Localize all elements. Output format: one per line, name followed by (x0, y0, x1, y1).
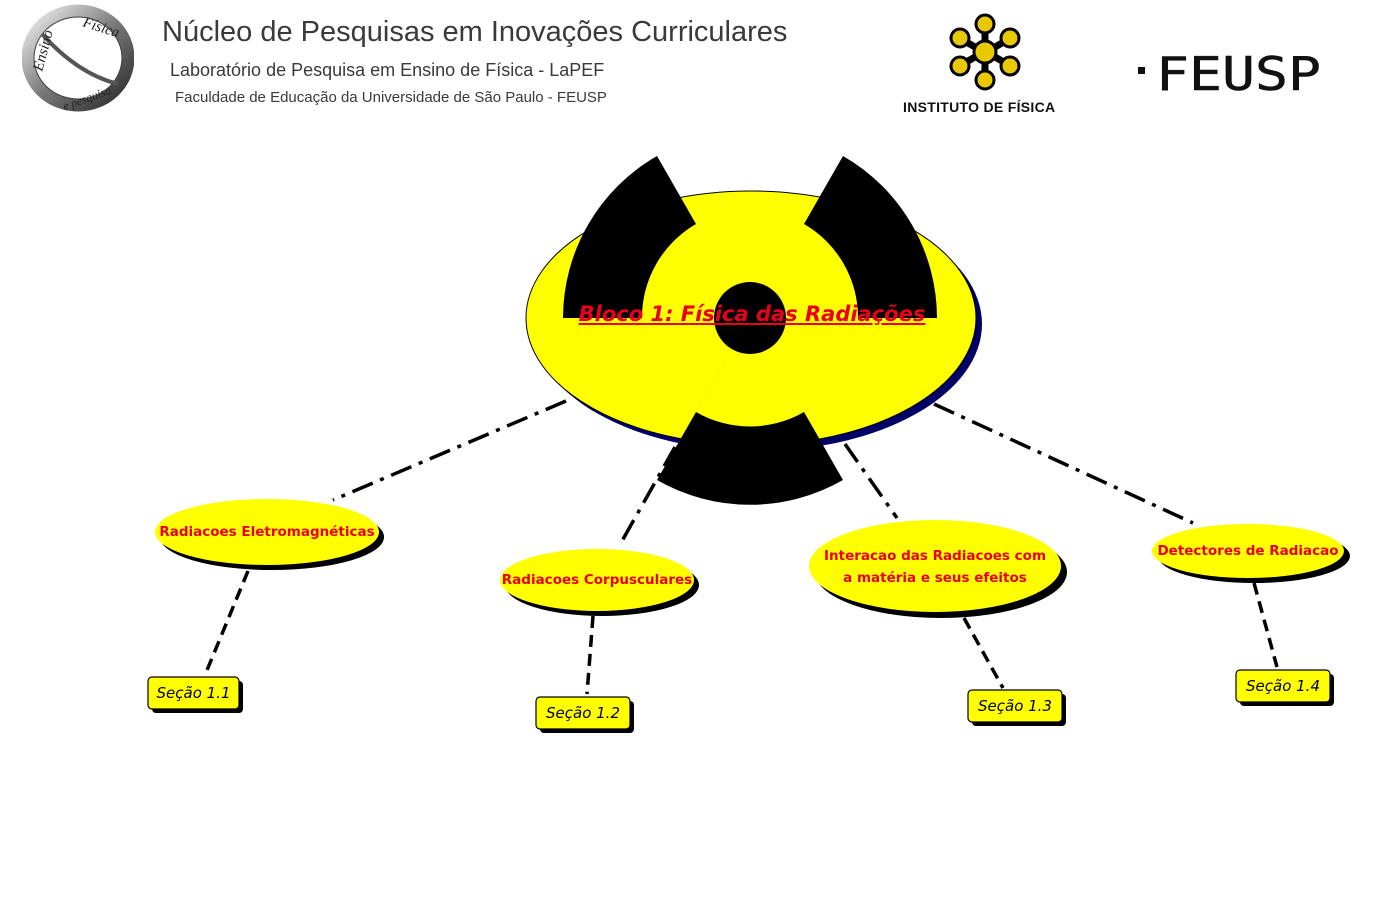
section-box-2 (535, 696, 634, 733)
connector-main-to-topic-4 (933, 402, 1194, 525)
topic-3-label-line-2: a matéria e seus efeitos (843, 569, 1027, 586)
feusp-logo-text: FEUSP (1156, 48, 1321, 96)
main-node (525, 156, 982, 505)
page-subtitle-lapef: Laboratório de Pesquisa em Ensino de Fís… (170, 60, 605, 80)
page-title: Núcleo de Pesquisas em Inovações Curricu… (162, 16, 788, 48)
topic-node-4 (1152, 524, 1350, 583)
topic-node-2 (500, 549, 699, 616)
section-3-label: Seção 1.3 (978, 697, 1052, 715)
section-box-3 (967, 689, 1066, 726)
topic-3-label-line-1: Interacao das Radiacoes com (823, 547, 1047, 564)
lapef-logo: Física Ensino e pesquisa (21, 4, 135, 113)
page-subtitle-feusp: Faculdade de Educação da Universidade de… (175, 89, 607, 106)
instituto-fisica-label: INSTITUTO DE FÍSICA (903, 99, 1056, 115)
connector-topic-1-to-section (203, 570, 250, 676)
radiation-trefoil-icon (563, 156, 937, 505)
main-node-title: Bloco 1: Física das Radiações (578, 302, 926, 326)
topic-node-3 (809, 520, 1067, 618)
section-1-label: Seção 1.1 (156, 684, 231, 702)
connector-topic-2-to-section (585, 615, 595, 695)
connector-main-to-topic-1 (332, 399, 567, 502)
section-box-4 (1235, 669, 1334, 706)
topic-node-1 (155, 499, 384, 570)
topic-4-label: Detectores de Radiacao (1157, 542, 1339, 559)
connector-main-to-topic-3 (843, 442, 899, 520)
section-2-label: Seção 1.2 (546, 704, 620, 722)
instituto-fisica-logo-icon (940, 10, 1030, 94)
connector-main-to-topic-2 (620, 446, 677, 542)
connector-topic-4-to-section (1252, 582, 1279, 668)
feusp-logo: FEUSP (1136, 47, 1326, 101)
section-4-label: Seção 1.4 (1246, 677, 1320, 695)
topic-1-label: Radiacoes Eletromagnéticas (159, 523, 375, 540)
topic-2-label: Radiacoes Corpusculares (501, 571, 693, 588)
connector-topic-3-to-section (962, 617, 1005, 689)
section-box-1 (147, 676, 243, 713)
